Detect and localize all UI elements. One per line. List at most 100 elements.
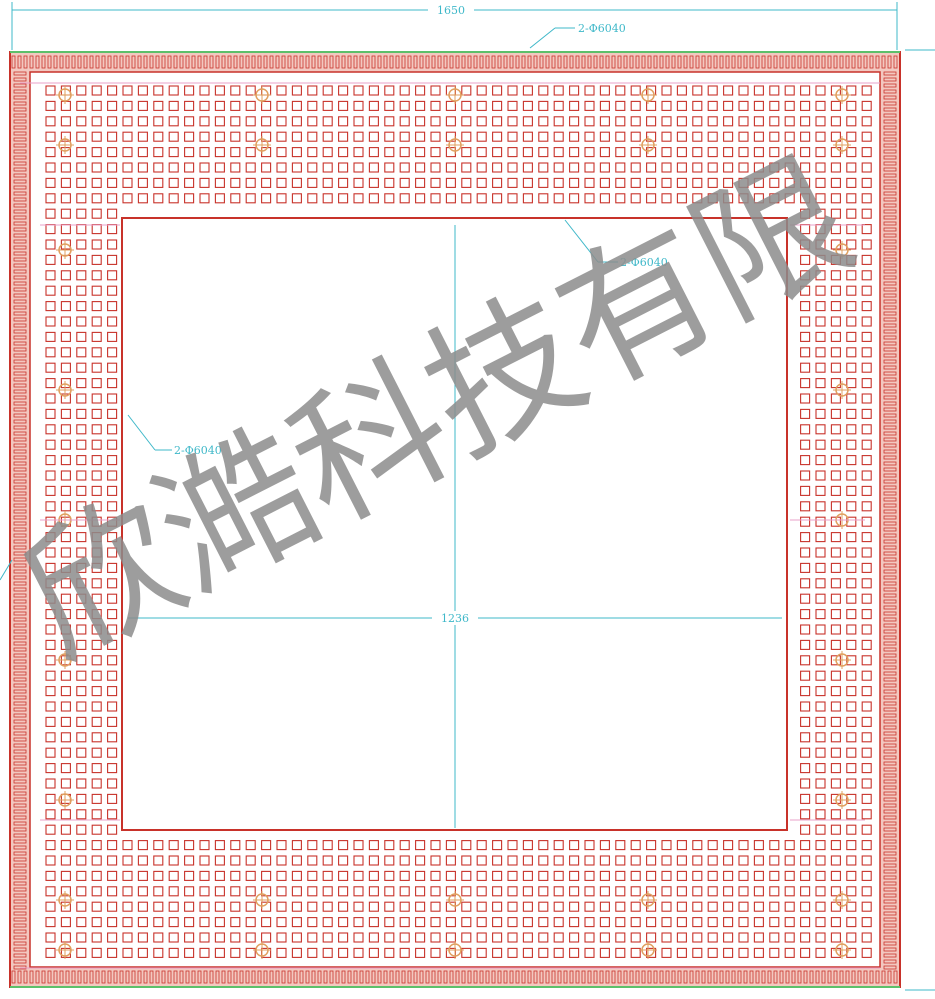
grid-cell (800, 716, 811, 727)
hatch-mark (431, 970, 436, 984)
hatch-mark (695, 55, 700, 69)
grid-cell (615, 131, 626, 142)
grid-cell (492, 840, 503, 851)
grid-cell (137, 886, 148, 897)
hatch-mark (767, 55, 772, 69)
grid-cell (107, 208, 118, 219)
grid-cell (815, 362, 826, 373)
hatch-mark (883, 947, 897, 952)
hatch-mark (13, 227, 27, 232)
hatch-mark (335, 970, 340, 984)
grid-cell (861, 393, 872, 404)
grid-cell (723, 131, 734, 142)
grid-cell (830, 840, 841, 851)
grid-cell (553, 855, 564, 866)
grid-cell (615, 886, 626, 897)
grid-cell (445, 116, 456, 127)
grid-cell (661, 855, 672, 866)
hatch-mark (13, 881, 27, 886)
grid-cell (214, 162, 225, 173)
grid-cell (245, 917, 256, 928)
grid-cell (538, 177, 549, 188)
grid-cell (60, 270, 71, 281)
hatch-mark (13, 629, 27, 634)
grid-cell (569, 840, 580, 851)
grid-cell (476, 162, 487, 173)
grid-cell (291, 116, 302, 127)
hatch-mark (13, 659, 27, 664)
hatch-mark (883, 95, 897, 100)
grid-cell (322, 901, 333, 912)
hatch-mark (311, 970, 316, 984)
grid-cell (45, 147, 56, 158)
grid-cell (553, 116, 564, 127)
hatch-mark (407, 970, 412, 984)
grid-cell (445, 855, 456, 866)
hatch-mark (13, 839, 27, 844)
hatch-mark (883, 575, 897, 580)
hatch-mark (791, 55, 796, 69)
hatch-mark (881, 55, 886, 69)
hatch-mark (13, 593, 27, 598)
grid-cell (830, 855, 841, 866)
hatch-mark (883, 101, 897, 106)
hatch-mark (89, 970, 94, 984)
grid-cell (599, 870, 610, 881)
grid-cell (445, 193, 456, 204)
grid-cell (60, 532, 71, 543)
hatch-mark (883, 179, 897, 184)
grid-cell (492, 131, 503, 142)
grid-cell (107, 624, 118, 635)
grid-cell (707, 193, 718, 204)
grid-cell (60, 424, 71, 435)
hatch-mark (155, 55, 160, 69)
grid-cell (553, 131, 564, 142)
grid-cell (800, 208, 811, 219)
hatch-mark (883, 731, 897, 736)
grid-cell (784, 917, 795, 928)
hatch-mark (41, 55, 46, 69)
hatch-mark (101, 970, 106, 984)
hatch-mark (695, 970, 700, 984)
grid-cell (461, 131, 472, 142)
hatch-mark (883, 545, 897, 550)
grid-cell (538, 917, 549, 928)
hatch-mark (13, 107, 27, 112)
grid-cell (861, 424, 872, 435)
grid-cell (769, 947, 780, 958)
hatch-mark (13, 89, 27, 94)
grid-cell (569, 870, 580, 881)
hatch-mark (883, 911, 897, 916)
hatch-mark (13, 917, 27, 922)
hatch-mark (143, 970, 148, 984)
hatch-mark (883, 185, 897, 190)
hatch-mark (13, 551, 27, 556)
grid-cell (861, 408, 872, 419)
hatch-mark (197, 55, 202, 69)
grid-cell (415, 147, 426, 158)
grid-cell (91, 778, 102, 789)
grid-cell (861, 578, 872, 589)
hatch-mark (185, 55, 190, 69)
grid-cell (846, 824, 857, 835)
grid-cell (815, 732, 826, 743)
hatch-mark (599, 970, 604, 984)
hatch-mark (305, 970, 310, 984)
grid-cell (553, 162, 564, 173)
hatch-mark (13, 857, 27, 862)
grid-cell (769, 193, 780, 204)
grid-cell (661, 162, 672, 173)
grid-cell (753, 116, 764, 127)
grid-cell (492, 193, 503, 204)
hatch-mark (883, 311, 897, 316)
grid-cell (830, 347, 841, 358)
hatch-mark (851, 970, 856, 984)
grid-cell (368, 917, 379, 928)
hatch-mark (473, 970, 478, 984)
hatch-mark (11, 970, 16, 984)
hatch-mark (389, 970, 394, 984)
grid-cell (553, 947, 564, 958)
grid-cell (214, 131, 225, 142)
grid-cell (91, 670, 102, 681)
hatch-mark (883, 167, 897, 172)
